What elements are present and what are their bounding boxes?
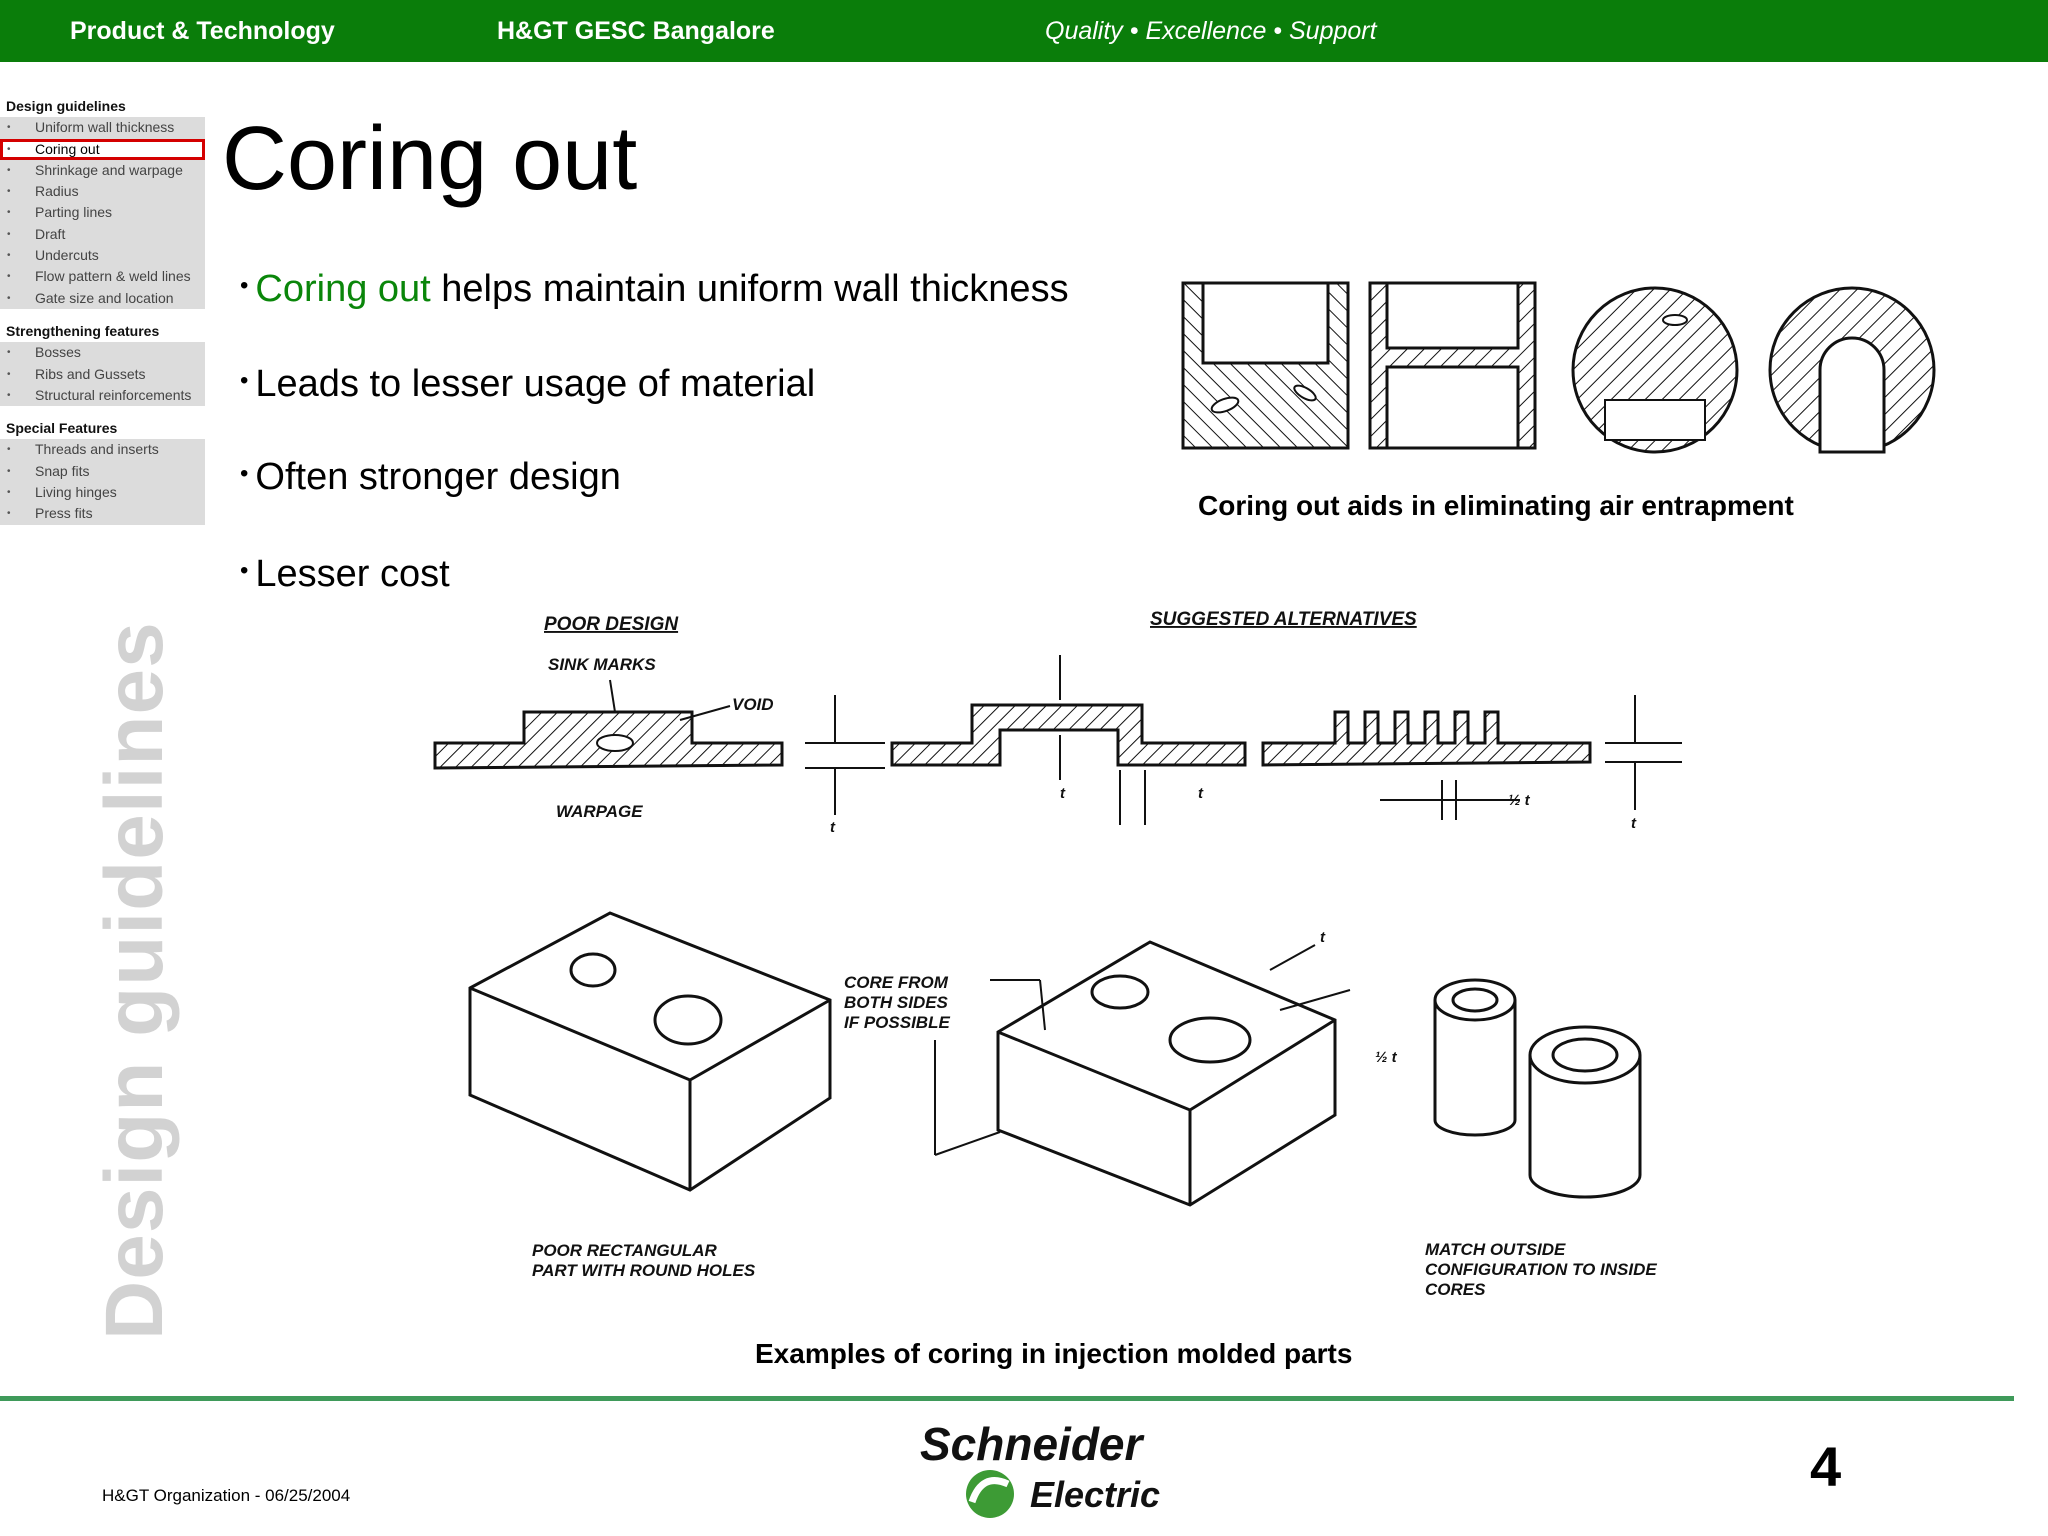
core-label-line1: CORE FROM	[844, 973, 949, 992]
page-title: Coring out	[222, 109, 638, 209]
header-bar: Product & Technology H&GT GESC Bangalore…	[0, 0, 2048, 62]
bullet-item: •Coring out helps maintain uniform wall …	[240, 268, 1069, 310]
sidebar-item-bosses[interactable]: Bosses	[0, 342, 205, 364]
schneider-electric-logo: Schneider Electric	[920, 1418, 1160, 1518]
sidebar-section-title: Strengthening features	[0, 320, 205, 343]
half-t-label: ½ t	[1508, 792, 1531, 809]
bullet-text: Often stronger design	[255, 456, 621, 498]
sidebar-item-gate-size[interactable]: Gate size and location	[0, 288, 205, 310]
bullet-item: •Lesser cost	[240, 553, 450, 595]
bullet-text: Leads to lesser usage of material	[255, 363, 816, 405]
poor-rect-label-line2: PART WITH ROUND HOLES	[532, 1261, 756, 1280]
sidebar-item-threads[interactable]: Threads and inserts	[0, 439, 205, 461]
half-t-label: ½ t	[1375, 1049, 1398, 1066]
sidebar-item-uniform-wall-thickness[interactable]: Uniform wall thickness	[0, 117, 205, 139]
sink-marks-label: SINK MARKS	[548, 655, 656, 674]
air-entrapment-illustration	[1181, 281, 1936, 454]
sidebar-item-draft[interactable]: Draft	[0, 224, 205, 246]
void-label: VOID	[732, 695, 774, 714]
match-label-line1: MATCH OUTSIDE	[1425, 1240, 1566, 1259]
page-number: 4	[1810, 1435, 1842, 1498]
sidebar-item-radius[interactable]: Radius	[0, 181, 205, 203]
poor-design-label: POOR DESIGN	[544, 614, 679, 635]
figure-caption: Examples of coring in injection molded p…	[755, 1338, 1353, 1369]
bullet-item: •Leads to lesser usage of material	[240, 363, 816, 405]
bullet-text: helps maintain uniform wall thickness	[430, 268, 1069, 310]
sidebar-nav: Design guidelines Uniform wall thickness…	[0, 96, 205, 525]
bullet-highlight: Coring out	[255, 268, 431, 310]
logo-line1: Schneider	[920, 1418, 1145, 1470]
t-label: t	[1320, 929, 1326, 946]
figure-caption: Coring out aids in eliminating air entra…	[1198, 490, 1794, 521]
coring-examples-drawing: POOR DESIGN SINK MARKS VOID WARPAGE t SU…	[433, 609, 1682, 1299]
bullet-text: Lesser cost	[255, 553, 450, 595]
sidebar-section-title: Special Features	[0, 418, 205, 440]
sidebar-item-flow-pattern[interactable]: Flow pattern & weld lines	[0, 266, 205, 288]
header-left: Product & Technology	[70, 17, 335, 45]
t-label: t	[830, 819, 836, 836]
sidebar-section-title: Design guidelines	[6, 98, 126, 114]
match-label-line3: CORES	[1425, 1280, 1486, 1299]
poor-rect-label-line1: POOR RECTANGULAR	[532, 1241, 718, 1260]
t-label: t	[1631, 815, 1637, 832]
header-right: Quality • Excellence • Support	[1045, 17, 1377, 45]
sidebar-item-coring-out[interactable]: Coring out	[0, 138, 205, 160]
warpage-label: WARPAGE	[556, 802, 643, 821]
footer-divider	[0, 1396, 2014, 1401]
sidebar-item-snap-fits[interactable]: Snap fits	[0, 461, 205, 483]
vertical-section-label: Design guidelines	[89, 621, 180, 1340]
sidebar-item-press-fits[interactable]: Press fits	[0, 503, 205, 525]
core-label-line2: BOTH SIDES	[844, 993, 949, 1012]
sidebar-item-living-hinges[interactable]: Living hinges	[0, 482, 205, 504]
footer-org: H&GT Organization - 06/25/2004	[102, 1486, 351, 1505]
sidebar-item-undercuts[interactable]: Undercuts	[0, 245, 205, 267]
sidebar-item-shrinkage[interactable]: Shrinkage and warpage	[0, 160, 205, 182]
sidebar-item-ribs[interactable]: Ribs and Gussets	[0, 364, 205, 386]
bullet-item: •Often stronger design	[240, 456, 621, 498]
sidebar-item-parting-lines[interactable]: Parting lines	[0, 202, 205, 224]
sidebar-item-structural[interactable]: Structural reinforcements	[0, 385, 205, 407]
suggested-alternatives-label: SUGGESTED ALTERNATIVES	[1150, 609, 1417, 630]
core-label-line3: IF POSSIBLE	[844, 1013, 950, 1032]
match-label-line2: CONFIGURATION TO INSIDE	[1425, 1260, 1657, 1279]
t-label: t	[1198, 785, 1204, 802]
t-label: t	[1060, 785, 1066, 802]
header-center: H&GT GESC Bangalore	[497, 17, 775, 45]
logo-line2: Electric	[1030, 1474, 1160, 1515]
